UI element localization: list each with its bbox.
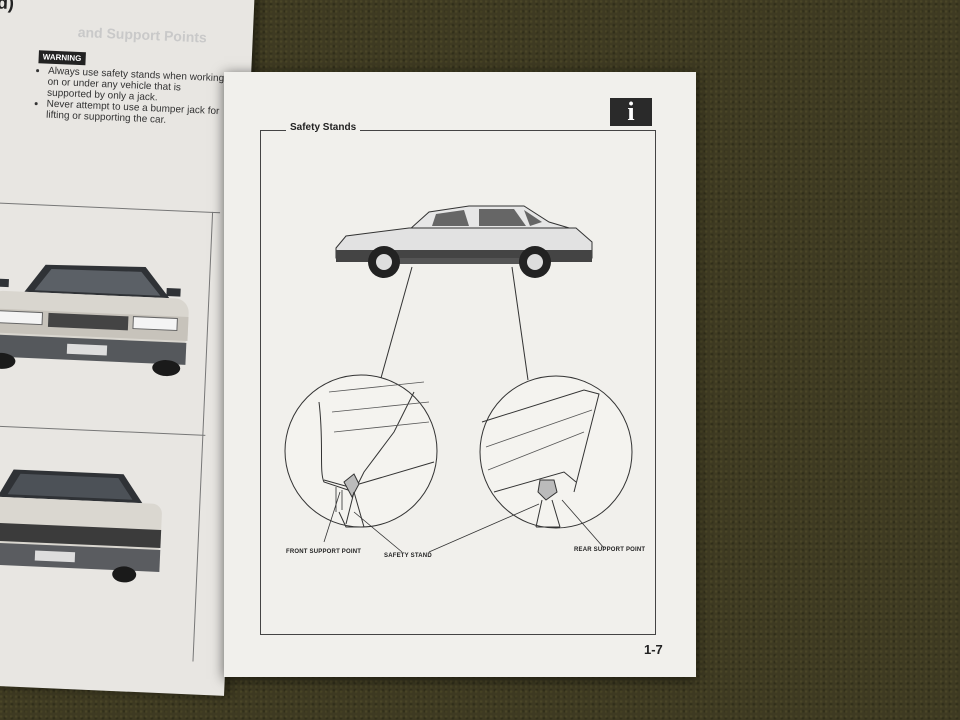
car-front-photo (0, 264, 189, 377)
car-side-illustration (335, 205, 593, 278)
warning-box: WARNING Always use safety stands when wo… (36, 50, 229, 128)
car-rear-photo (0, 469, 162, 583)
diagram-frame (260, 130, 656, 635)
section-title: Safety Stands (286, 122, 361, 133)
rear-support-detail (479, 375, 633, 529)
label-safety-stand: SAFETY STAND (384, 553, 432, 559)
left-page-faint-title: and Support Points (77, 23, 208, 46)
left-page-rule (0, 424, 206, 436)
label-rear-support-point: REAR SUPPORT POINT (574, 547, 646, 553)
left-page-rule (0, 201, 221, 214)
info-icon: i (610, 98, 652, 126)
front-support-detail (284, 374, 438, 528)
left-page: d) and Support Points WARNING Always use… (0, 0, 255, 696)
warning-badge: WARNING (38, 50, 86, 66)
right-page: i Safety Stands (224, 72, 696, 677)
safety-stand-diagram (284, 205, 633, 553)
page-number: 1-7 (644, 642, 663, 657)
label-front-support-point: FRONT SUPPORT POINT (286, 549, 362, 555)
left-page-frame-line (192, 211, 214, 662)
left-page-header: d) (0, 0, 15, 14)
